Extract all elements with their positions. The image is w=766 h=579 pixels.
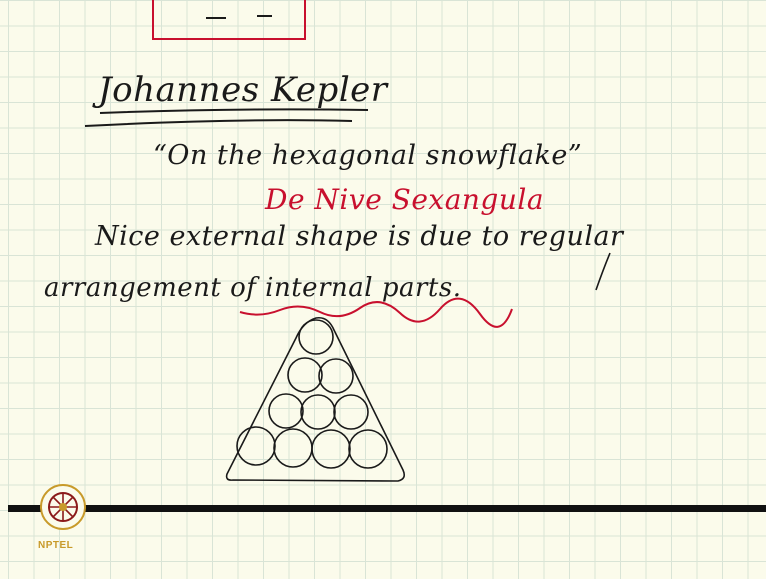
quote-snowflake: “On the hexagonal snowflake” <box>153 140 583 171</box>
heading-johannes-kepler: Johannes Kepler <box>98 70 388 110</box>
note-line-2: arrangement of internal parts. <box>44 273 462 303</box>
stray-stroke <box>595 252 611 291</box>
nptel-logo-label: NPTEL <box>38 540 74 551</box>
note-line-1: Nice external shape is due to regular <box>95 221 624 252</box>
previous-red-box <box>152 0 306 40</box>
bottom-rule <box>8 505 766 512</box>
red-wavy-underline <box>239 297 513 328</box>
nptel-emblem-icon <box>40 484 86 530</box>
heading-underline <box>84 108 369 127</box>
triangle-packed-circles-icon <box>225 316 405 482</box>
latin-title: De Nive Sexangula <box>265 183 545 216</box>
